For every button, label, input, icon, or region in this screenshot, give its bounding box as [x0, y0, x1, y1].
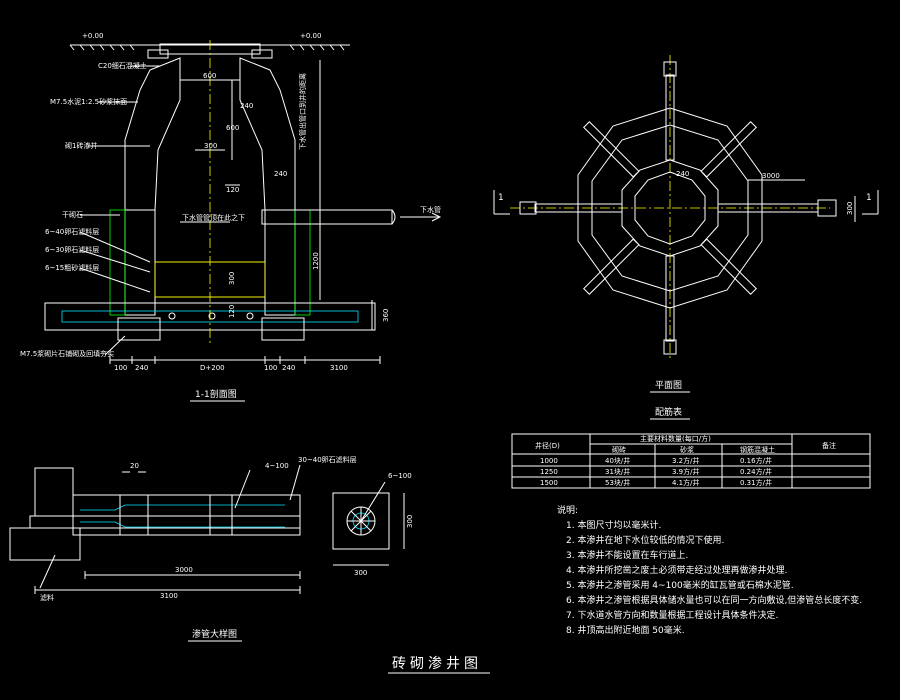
dim-top-6: 1200	[312, 252, 320, 270]
plan-section-mark-left: 1	[498, 193, 504, 203]
table-header-materials: 主要材料数量(每口/方)	[640, 434, 711, 443]
dim-side-0: 300	[228, 272, 236, 285]
plan-dim-300: 300	[846, 202, 854, 215]
detail-label-section-dia: 6~100	[388, 472, 412, 480]
main-title: 砖砌渗井图	[392, 656, 482, 672]
label-masonry: M7.5浆砌片石铺砌及回填夯实	[20, 349, 114, 358]
label-gravel-40: 6~40卵石滤料层	[45, 227, 99, 236]
dim-side-1: 120	[228, 305, 236, 318]
table-r1-c1: 31块/井	[605, 467, 630, 476]
table-r2-c0: 1500	[540, 479, 558, 487]
table-r2-c1: 53块/井	[605, 478, 630, 487]
table-r2-c3: 0.31方/井	[740, 478, 772, 487]
dim-top-1: 300	[204, 142, 217, 150]
dim-bottom-2: D+200	[200, 364, 225, 372]
table-subheader-1: 砂浆	[680, 445, 694, 454]
note-1: 1. 本图尺寸均以毫米计.	[566, 519, 661, 531]
detail-dim-3000: 3000	[175, 566, 193, 574]
label-plaster: M7.5水泥1:2.5砂浆抹面	[50, 97, 127, 106]
notes: 说明: 1. 本图尺寸均以毫米计. 2. 本渗井在地下水位较低的情况下使用. 3…	[557, 504, 862, 636]
dim-top-4: 120	[226, 186, 239, 194]
elev-left: +0.00	[82, 32, 103, 40]
label-drystone: 干砌石	[62, 211, 83, 219]
note-8: 8. 井顶高出附近地面 50毫米.	[566, 624, 685, 636]
note-7: 7. 下水道水管方向和数量根据工程设计具体条件决定.	[566, 609, 778, 621]
detail-label-gap: 20	[130, 462, 139, 470]
table-r0-c0: 1000	[540, 457, 558, 465]
pipe-detail: 4~100 20 30~40卵石滤料层 6~100 3000 3100 300 …	[9, 455, 414, 642]
dim-top-2: 240	[240, 102, 253, 110]
table-subheader-0: 砌砖	[612, 445, 626, 454]
detail-dim-3100: 3100	[160, 592, 178, 600]
dim-bottom-5: 3100	[330, 364, 348, 372]
note-6: 6. 本渗井之渗管根据具体储水量也可以在同一方向敷设,但渗管总长度不变.	[566, 594, 862, 606]
label-sand: 6~15粗砂滤料层	[45, 263, 99, 272]
label-brick: 砌1砖渗井	[65, 141, 97, 150]
plan-dim-3000: 3000	[762, 172, 780, 180]
dim-bottom-3: 100	[264, 364, 277, 372]
detail-dim-300-w: 300	[354, 569, 367, 577]
table-r0-c3: 0.16方/井	[740, 456, 772, 465]
table-r2-c2: 4.1方/井	[672, 478, 700, 487]
table-title: 配筋表	[655, 406, 682, 418]
section-view: +0.00 +0.00	[20, 32, 442, 402]
note-2: 2. 本渗井在地下水位较低的情况下使用.	[566, 534, 724, 546]
dim-bottom-4: 240	[282, 364, 295, 372]
table-header-diameter: 井径(D)	[535, 441, 560, 450]
detail-title: 渗管大样图	[192, 628, 237, 640]
plan-title: 平面图	[655, 380, 682, 391]
table-r1-c2: 3.9方/井	[672, 467, 700, 476]
dim-side-2: 360	[382, 309, 390, 322]
table-r1-c0: 1250	[540, 468, 558, 476]
plan-view: 1 1 3000 300 240 平面图	[493, 55, 879, 393]
note-4: 4. 本渗井所挖凿之废土必须带走经过处理再做渗井处理.	[566, 564, 787, 576]
dim-top-3: 600	[226, 124, 239, 132]
label-c20: C20细石混凝土	[98, 61, 147, 70]
table-r0-c1: 40块/井	[605, 456, 630, 465]
table-header-remarks: 备注	[822, 441, 836, 450]
label-pipe-distance: 下水管出管口到井的距离	[298, 73, 307, 150]
label-inlet-pipe: 下水管	[420, 205, 441, 214]
materials-table: 配筋表 井径(D) 主要材料数量(每口/方) 备注 砌砖 砂浆 钢筋混凝土 10…	[511, 406, 871, 489]
plan-pipes	[519, 61, 837, 355]
dim-top-0: 600	[203, 72, 216, 80]
plan-section-mark-right: 1	[866, 193, 872, 203]
dim-bottom-1: 240	[135, 364, 148, 372]
detail-label-pipe-dia: 4~100	[265, 462, 289, 470]
detail-label-gravel: 30~40卵石滤料层	[298, 455, 357, 464]
section-title: 1-1剖面图	[195, 388, 237, 400]
dim-top-5: 240	[274, 170, 287, 178]
plan-dim-240: 240	[676, 170, 689, 178]
detail-label-filter: 滤料	[40, 593, 54, 602]
label-gravel-30: 6~30卵石滤料层	[45, 245, 99, 254]
detail-dim-300-h: 300	[406, 515, 414, 528]
elev-right: +0.00	[300, 32, 321, 40]
note-5: 5. 本渗井之渗管采用 4~100毫米的缸瓦管或石棉水泥管.	[566, 579, 794, 591]
note-3: 3. 本渗井不能设置在车行道上.	[566, 549, 688, 561]
table-r0-c2: 3.2方/井	[672, 456, 700, 465]
table-subheader-2: 钢筋混凝土	[740, 445, 775, 454]
dim-bottom-0: 100	[114, 364, 127, 372]
notes-heading: 说明:	[557, 504, 578, 516]
table-r1-c3: 0.24方/井	[740, 467, 772, 476]
label-pipe-top: 下水管管顶在此之下	[182, 213, 245, 222]
